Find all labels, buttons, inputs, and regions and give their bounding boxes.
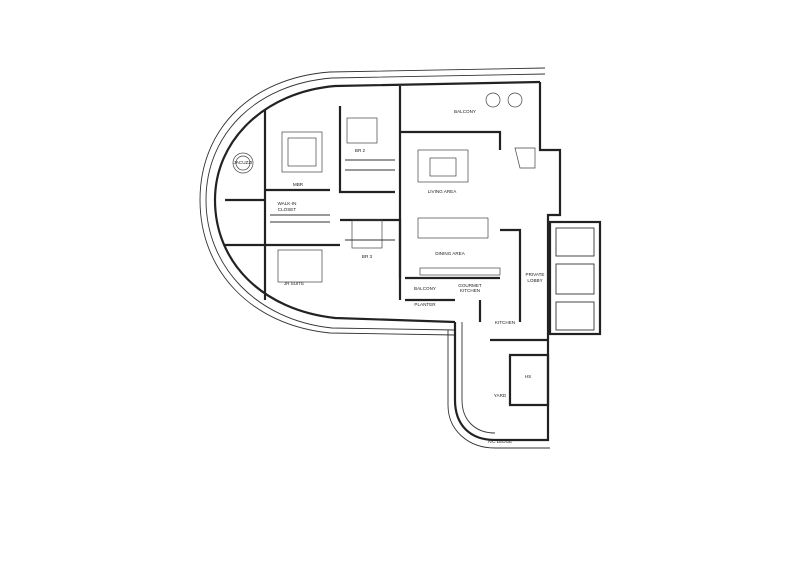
label-planter: PLANTER [414, 302, 436, 307]
label-hs: HS [525, 374, 531, 379]
label-jr-suite: JR SUITE [284, 281, 304, 286]
label-living-area: LIVING AREA [428, 189, 458, 194]
label-mbr: MBR [293, 182, 304, 187]
label-private-lobby-2: LOBBY [527, 278, 542, 283]
interior-walls [225, 86, 550, 407]
label-private-lobby: PRIVATE [526, 272, 545, 277]
label-balcony-top: BALCONY [454, 109, 476, 114]
building-outline [199, 67, 602, 449]
label-jacuzzi: JACUZZI [234, 160, 253, 165]
label-kitchen: KITCHEN [495, 320, 515, 325]
label-gourmet-kitchen-2: KITCHEN [460, 288, 480, 293]
label-br3: BR 3 [362, 254, 373, 259]
label-walk-in-closet: WALK-IN [278, 201, 297, 206]
label-gourmet-kitchen: GOURMET [458, 283, 482, 288]
room-labels: BALCONY BR 2 MBR JACUZZI WALK-IN CLOSET … [234, 109, 545, 444]
label-dining-area: DINING AREA [435, 251, 466, 256]
label-br2: BR 2 [355, 148, 366, 153]
label-yard: YARD [494, 393, 507, 398]
label-ac-ledge: A/C LEDGE [488, 439, 513, 444]
label-walk-in-closet-2: CLOSET [278, 207, 297, 212]
furniture [232, 92, 536, 283]
label-balcony-bottom: BALCONY [414, 286, 436, 291]
